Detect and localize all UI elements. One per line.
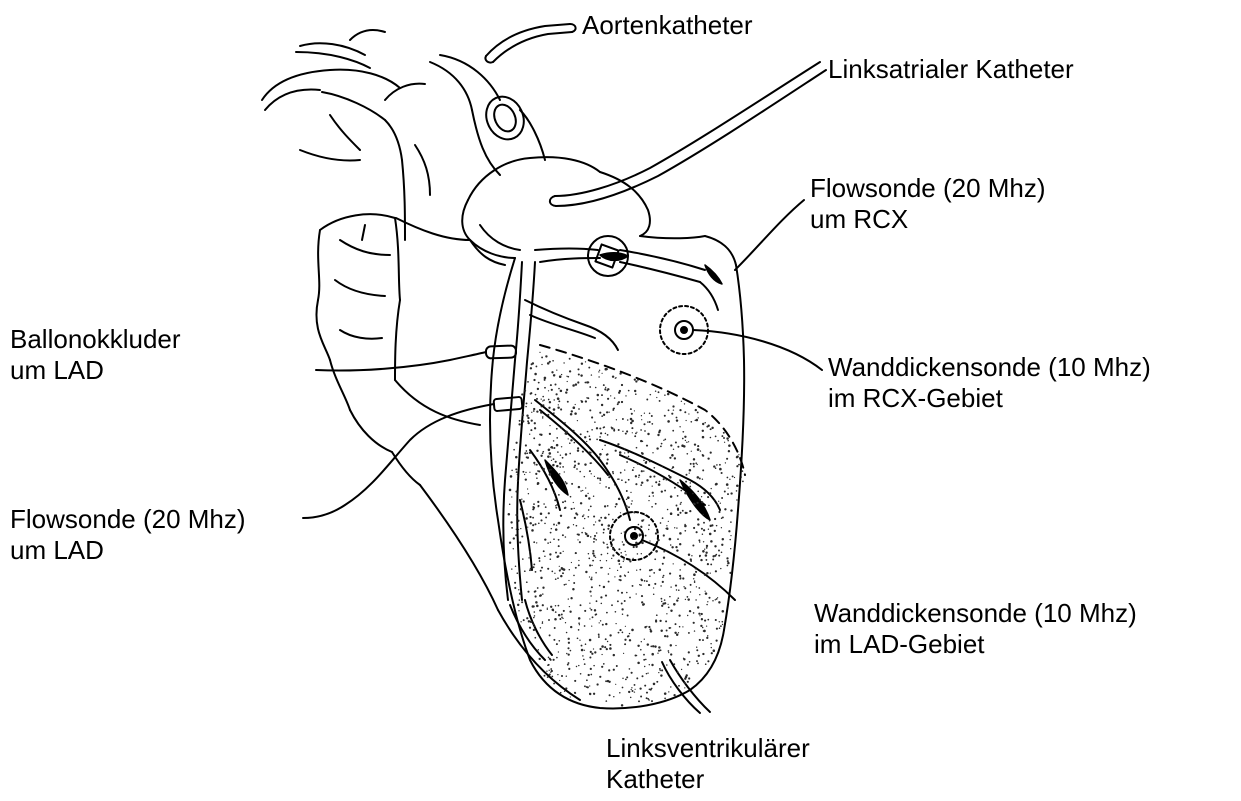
label-line: Flowsonde (20 Mhz): [10, 504, 246, 535]
balloon-occluder: [316, 345, 516, 370]
label-line: um RCX: [810, 204, 1046, 235]
label-line: Linksventrikulärer: [606, 733, 810, 764]
leader-wall-probe-lad: [642, 540, 735, 600]
label-flowsonde-lad: Flowsonde (20 Mhz) um LAD: [10, 504, 246, 566]
label-line: im LAD-Gebiet: [814, 629, 1137, 660]
label-line: Katheter: [606, 764, 810, 795]
label-line: Wanddickensonde (10 Mhz): [828, 352, 1151, 383]
label-flowsonde-rcx: Flowsonde (20 Mhz) um RCX: [810, 173, 1046, 235]
label-linksventrikulaerer-katheter: Linksventrikulärer Katheter: [606, 733, 810, 795]
label-line: Linksatrialer Katheter: [828, 54, 1074, 85]
aorta-catheter: [485, 24, 575, 63]
label-line: Flowsonde (20 Mhz): [810, 173, 1046, 204]
label-line: Ballonokkluder: [10, 324, 181, 355]
leader-wall-probe-rcx: [693, 330, 822, 370]
label-wanddickensonde-rcx: Wanddickensonde (10 Mhz) im RCX-Gebiet: [828, 352, 1151, 414]
vessel-details: [545, 253, 722, 520]
label-line: Aortenkatheter: [582, 10, 753, 41]
label-linksatrialer-katheter: Linksatrialer Katheter: [828, 54, 1074, 85]
label-line: um LAD: [10, 355, 181, 386]
left-atrium: [462, 90, 650, 265]
leader-flow-probe-rcx: [735, 200, 804, 270]
label-line: um LAD: [10, 535, 246, 566]
right-heart: [316, 214, 470, 485]
label-ballonokkluder: Ballonokkluder um LAD: [10, 324, 181, 386]
label-aortenkatheter: Aortenkatheter: [582, 10, 753, 41]
wall-thickness-probe-lad: [610, 512, 658, 560]
label-wanddickensonde-lad: Wanddickensonde (10 Mhz) im LAD-Gebiet: [814, 598, 1137, 660]
ischemic-area-border: [540, 345, 745, 475]
left-ventricular-catheter: [662, 660, 710, 713]
label-line: Wanddickensonde (10 Mhz): [814, 598, 1137, 629]
ischemic-area-stipple: [508, 352, 744, 707]
label-line: im RCX-Gebiet: [828, 383, 1151, 414]
left-atrial-catheter: [550, 62, 826, 206]
